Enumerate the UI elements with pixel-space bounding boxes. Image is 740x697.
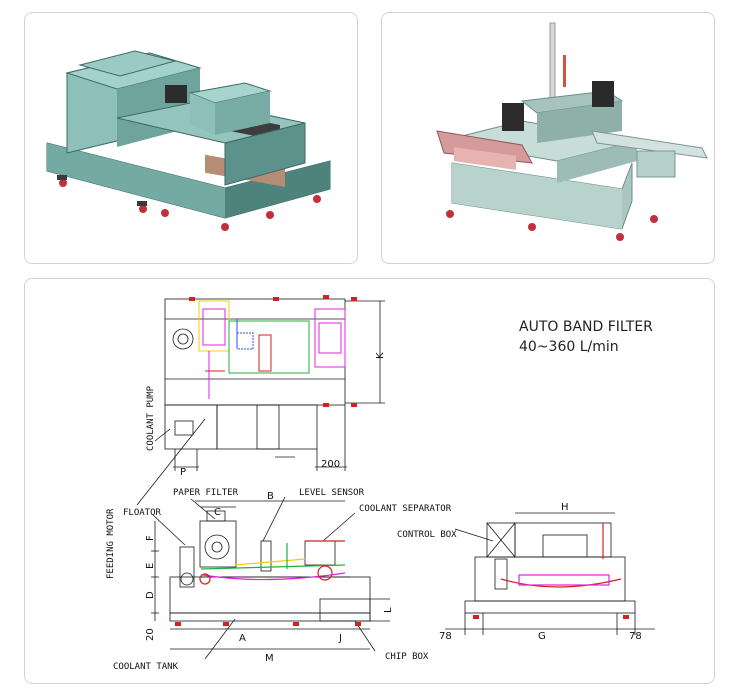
label-control-box: CONTROL BOX (397, 530, 457, 540)
dim-20: 20 (145, 628, 156, 641)
dim-200: 200 (321, 459, 340, 470)
label-coolant-tank: COOLANT TANK (113, 662, 179, 672)
label-floator: FLOATOR (123, 508, 162, 518)
dim-p: P (180, 467, 186, 478)
label-feeding-motor: FEEDING MOTOR (106, 508, 116, 579)
dim-c: C (214, 507, 221, 518)
dim-l: L (383, 607, 394, 613)
top-view-outline (164, 298, 346, 406)
dim-j: J (338, 633, 342, 644)
dim-m: M (265, 653, 274, 664)
machine-photo-1 (24, 12, 358, 264)
schematic-drawing: COOLANT PUMP FEEDING MOTOR PAPER FILTER … (106, 295, 655, 672)
label-chip-box: CHIP BOX (385, 652, 429, 662)
dim-a: A (239, 633, 246, 644)
dim-g: G (538, 631, 546, 642)
machine-illustration-1 (46, 50, 331, 231)
label-coolant-separator: COOLANT SEPARATOR (359, 504, 452, 514)
machine-illustration-2 (436, 22, 708, 241)
dim-78-right: 78 (629, 631, 642, 642)
product-capacity: 40~360 L/min (519, 339, 619, 355)
label-paper-filter: PAPER FILTER (173, 488, 239, 498)
dim-d: D (145, 591, 156, 599)
side-view-tank (169, 576, 371, 614)
product-title-block: AUTO BAND FILTER 40~360 L/min (519, 317, 653, 357)
top-view-conveyor-head (314, 308, 346, 368)
front-view-control-box (486, 522, 516, 558)
product-name: AUTO BAND FILTER (519, 319, 653, 335)
dim-f: F (145, 535, 156, 541)
technical-drawing-panel: AUTO BAND FILTER 40~360 L/min (24, 278, 715, 684)
label-level-sensor: LEVEL SENSOR (299, 488, 365, 498)
dim-78-left: 78 (439, 631, 452, 642)
side-view-chip-box (319, 598, 371, 622)
dim-k: K (375, 352, 386, 359)
dim-h: H (561, 502, 569, 513)
side-view-band-path (202, 572, 346, 581)
front-view-body (474, 556, 626, 602)
label-coolant-pump: COOLANT PUMP (146, 385, 156, 451)
machine-photo-2 (381, 12, 715, 264)
dim-b: B (267, 491, 274, 502)
dim-e: E (145, 563, 156, 569)
top-view-pump-area (164, 404, 218, 450)
